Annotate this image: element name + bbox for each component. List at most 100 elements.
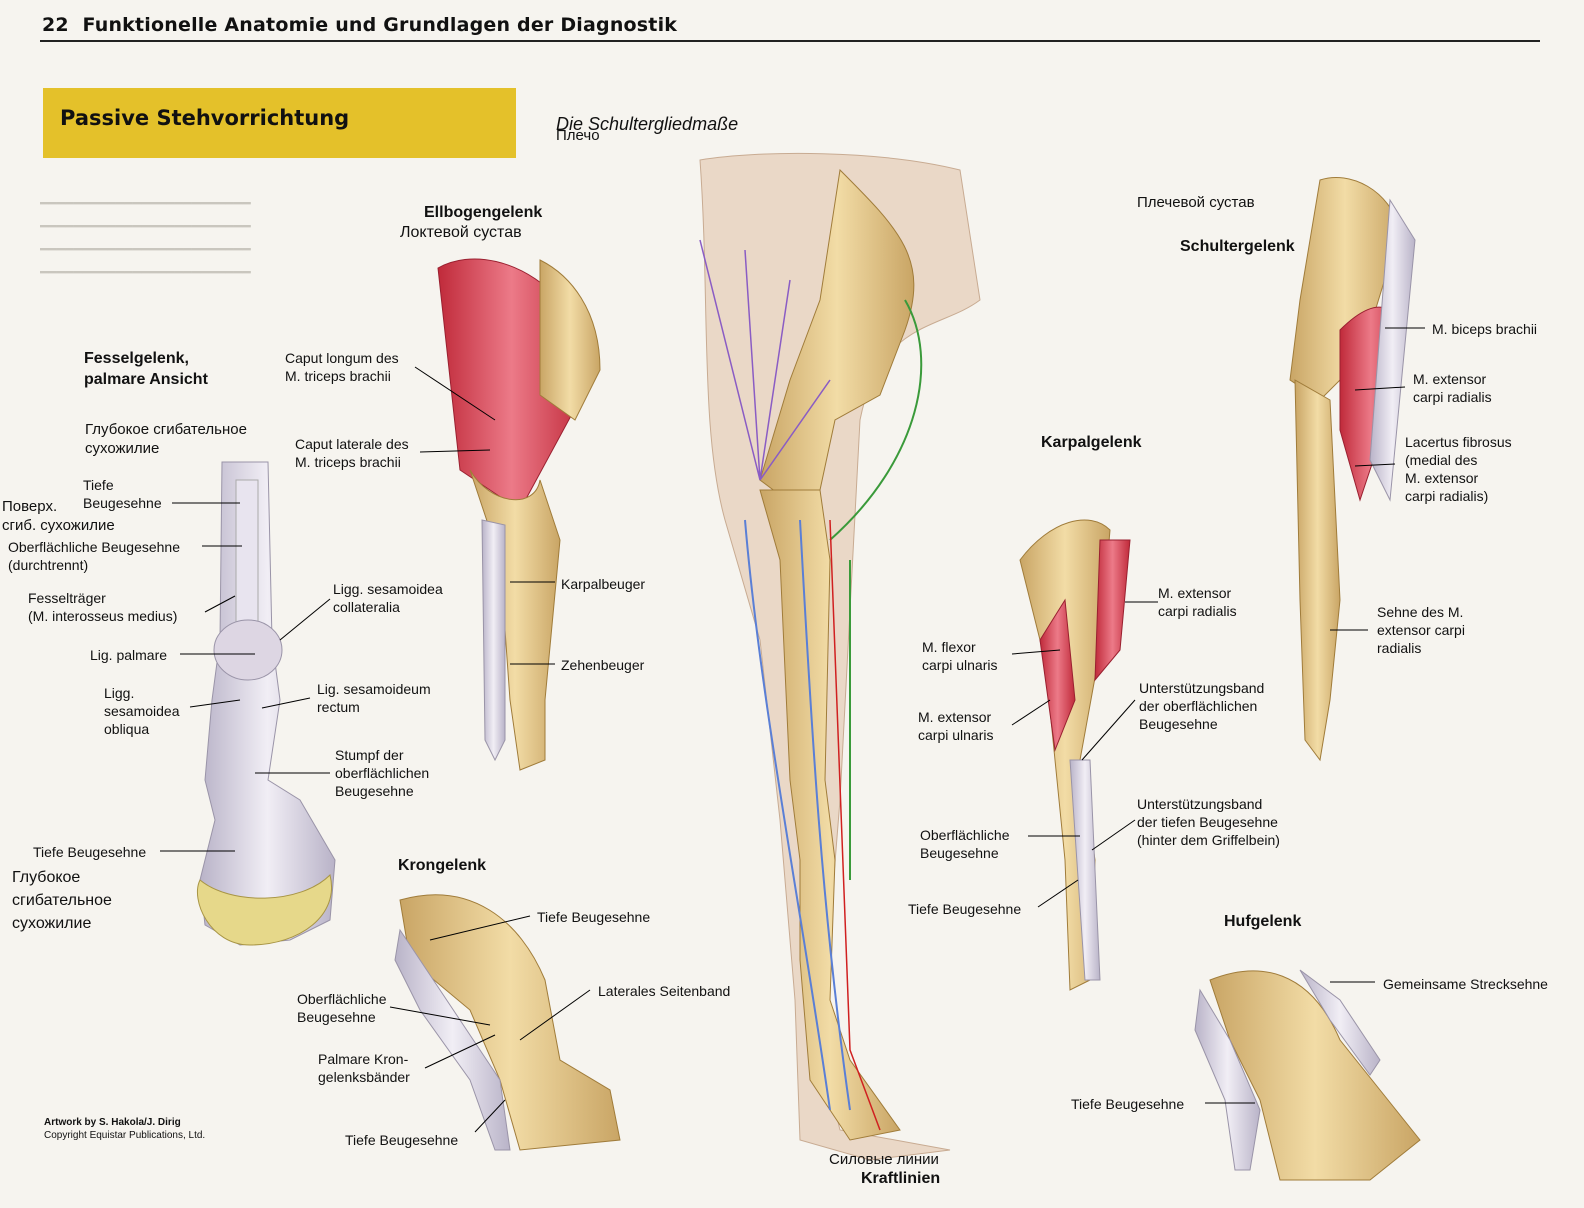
- hoof-illustration: [1194, 969, 1421, 1181]
- ligg-obliqua-3: obliqua: [104, 721, 150, 737]
- fetlock-title-line2: palmare Ansicht: [84, 371, 208, 388]
- schulter-ext-1: M. extensor: [1413, 371, 1487, 387]
- carpus-title: Karpalgelenk: [1041, 434, 1142, 451]
- ru-deep-bottom-1: Глубокое: [12, 869, 81, 886]
- label-lig-rectum: Lig. sesamoideum rectum: [317, 680, 431, 716]
- pastern-title: Krongelenk: [398, 857, 487, 874]
- label-kron-tiefe-top: Tiefe Beugesehne: [537, 909, 651, 925]
- unterst-oberfl-3: Beugesehne: [1139, 716, 1218, 732]
- label-karpal-ext-carpi: M. extensor carpi radialis: [1158, 584, 1237, 620]
- karpal-ext-2: carpi radialis: [1158, 603, 1237, 619]
- banner-title: Passive Stehvorrichtung: [60, 106, 350, 130]
- karpal-oberfl-2: Beugesehne: [920, 845, 999, 861]
- fetlock-title-line1: Fesselgelenk,: [84, 350, 189, 367]
- carpus-illustration: [1019, 519, 1131, 991]
- force-lines-title: Kraftlinien: [861, 1170, 941, 1187]
- kron-oberfl-2: Beugesehne: [297, 1009, 376, 1025]
- ru-superficial: Поверх.сгиб. сухожилие: [2, 497, 115, 535]
- background-text-left: ━━━━━━━━━━━━━━━━━━━━━━━━━ ━━━━━━━━━━━━━━…: [40, 197, 251, 281]
- label-caput-longum: Caput longum des M. triceps brachii: [285, 349, 399, 385]
- kron-oberfl-1: Oberflächliche: [297, 991, 387, 1007]
- page-number: 22: [42, 14, 69, 36]
- fesseltraeger-2: (M. interosseus medius): [28, 608, 178, 624]
- kron-palmare-1: Palmare Kron-: [318, 1051, 409, 1067]
- stumpf-3: Beugesehne: [335, 783, 414, 799]
- ru-shoulder: Плечевой сустав: [1137, 194, 1255, 211]
- karpal-ext-1: M. extensor: [1158, 585, 1232, 601]
- shoulder-title: Schultergelenk: [1180, 238, 1295, 255]
- label-huf-tiefe: Tiefe Beugesehne: [1071, 1096, 1185, 1112]
- label-karpal-tiefe: Tiefe Beugesehne: [908, 901, 1022, 917]
- sehne-3: radialis: [1377, 640, 1422, 656]
- label-kron-laterales: Laterales Seitenband: [598, 983, 731, 999]
- label-kron-palmare: Palmare Kron-gelenksbänder: [318, 1050, 410, 1086]
- lig-rectum-2: rectum: [317, 699, 360, 715]
- ext-ulnaris-1: M. extensor: [918, 709, 992, 725]
- elbow-title: Ellbogengelenk: [424, 204, 543, 221]
- figure-subtitle: Die Schultergliedmaße: [556, 114, 739, 134]
- schulter-ext-2: carpi radialis: [1413, 389, 1492, 405]
- sehne-2: extensor carpi: [1377, 622, 1465, 638]
- unterst-tief-2: der tiefen Beugesehne: [1137, 814, 1278, 830]
- unterst-tief-1: Unterstützungsband: [1137, 796, 1263, 812]
- lig-rectum-1: Lig. sesamoideum: [317, 681, 431, 697]
- fetlock-title: Fesselgelenk, palmare Ansicht: [84, 348, 208, 390]
- lacertus-4: carpi radialis): [1405, 488, 1489, 504]
- page-title: Funktionelle Anatomie und Grundlagen der…: [82, 14, 678, 36]
- section-banner: Passive Stehvorrichtung: [43, 88, 516, 158]
- ru-deep-bottom: Глубокое сгибательное сухожилие: [12, 866, 112, 935]
- flexor-1: M. flexor: [922, 639, 976, 655]
- label-tiefe-beugesehne-bottom: Tiefe Beugesehne: [33, 844, 147, 860]
- label-karpalbeuger: Karpalbeuger: [561, 576, 646, 592]
- fesseltraeger-1: Fesselträger: [28, 590, 106, 606]
- kron-palmare-2: gelenksbänder: [318, 1069, 410, 1085]
- ru-elbow: Локтевой сустав: [400, 224, 522, 241]
- ligg-collateralia-1: Ligg. sesamoidea: [333, 581, 443, 597]
- label-zehenbeuger: Zehenbeuger: [561, 657, 645, 673]
- stumpf-1: Stumpf der: [335, 747, 404, 763]
- ru-force-lines: Силовые линии: [829, 1151, 939, 1168]
- unterst-oberfl-2: der oberflächlichen: [1139, 698, 1258, 714]
- sehne-1: Sehne des M.: [1377, 604, 1464, 620]
- elbow-illustration: [437, 258, 601, 771]
- ru-superficial-1: Поверх.: [2, 498, 58, 515]
- ru-deep-bottom-2: сгибательное: [12, 892, 112, 909]
- label-schulter-ext-carpi: M. extensor carpi radialis: [1413, 370, 1492, 406]
- ligg-collateralia-2: collateralia: [333, 599, 400, 615]
- caput-laterale-1: Caput laterale des: [295, 436, 409, 452]
- ru-plecho: Плечо: [556, 127, 600, 144]
- label-sehne-ext: Sehne des M. extensor carpi radialis: [1377, 603, 1465, 657]
- tiefe-top-1: Tiefe: [83, 477, 114, 493]
- oberfl-durchtrennt-2: (durchtrennt): [8, 557, 89, 573]
- ligg-obliqua-1: Ligg.: [104, 685, 135, 701]
- label-oberfl-durchtrennt: Oberflächliche Beugesehne (durchtrennt): [8, 538, 180, 574]
- lacertus-2: (medial des: [1405, 452, 1478, 468]
- fetlock-illustration: [196, 461, 336, 946]
- oberfl-durchtrennt-1: Oberflächliche Beugesehne: [8, 539, 181, 555]
- label-lig-palmare: Lig. palmare: [90, 647, 168, 663]
- label-kron-tiefe-bottom: Tiefe Beugesehne: [345, 1132, 459, 1148]
- ru-deep-bottom-3: сухожилие: [12, 915, 92, 932]
- ru-deep-tendon-1: Глубокое сгибательное: [85, 421, 247, 438]
- lacertus-3: M. extensor: [1405, 470, 1479, 486]
- label-gemeinsame: Gemeinsame Strecksehne: [1383, 976, 1548, 992]
- caput-longum-1: Caput longum des: [285, 350, 399, 366]
- caput-longum-2: M. triceps brachii: [285, 368, 391, 384]
- stumpf-2: oberflächlichen: [335, 765, 430, 781]
- page-header: 22 Funktionelle Anatomie und Grundlagen …: [42, 14, 677, 36]
- credit-line1: Artwork by S. Hakola/J. Dirig: [44, 1117, 181, 1128]
- tiefe-top-2: Beugesehne: [83, 495, 162, 511]
